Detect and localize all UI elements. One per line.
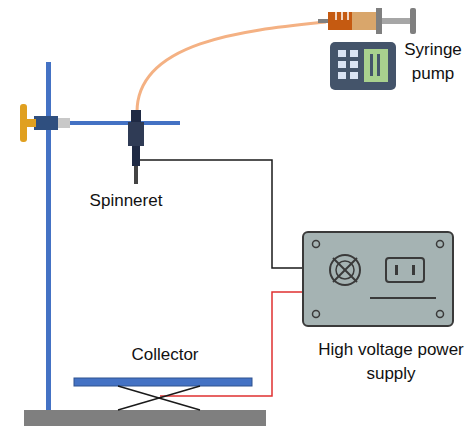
device-label: High voltage power supply — [318, 338, 464, 386]
pump-body — [330, 42, 396, 90]
power-supply — [303, 232, 453, 326]
part-label: Collector — [110, 343, 220, 367]
part-label: Spinneret — [76, 189, 176, 213]
collector — [74, 378, 252, 410]
hv-wire — [140, 160, 303, 268]
stand-base — [24, 410, 266, 426]
stand-pole — [46, 62, 51, 410]
stand-clamp — [20, 104, 70, 142]
spinneret — [128, 110, 144, 184]
syringe — [318, 8, 416, 34]
device-label: Syringe pump — [395, 38, 471, 86]
feed-tube — [137, 22, 326, 112]
